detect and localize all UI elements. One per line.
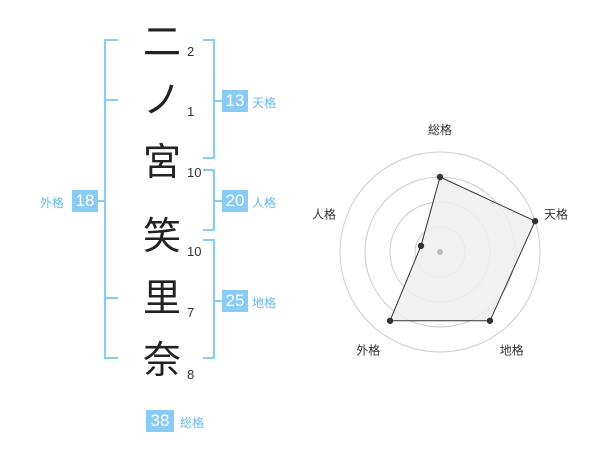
gaikaku-label: 外格 [40,196,65,210]
radar-polygon [389,176,536,322]
radar-axis-label-5: 人格 [312,206,336,221]
gaikaku-value: 18 [72,190,98,212]
radar-point-2 [531,217,539,225]
stroke-count-5: 7 [187,305,195,320]
name-char-6: 奈 [142,338,181,382]
radar-point-4 [386,317,394,324]
stroke-count-2: 1 [187,104,195,119]
radar-points [386,173,539,324]
tenkaku-label: 天格 [252,96,277,110]
jinkaku-label: 人格 [252,196,277,210]
stroke-count-3: 10 [187,165,202,180]
name-char-2: ノ [142,78,181,122]
tenkaku-value: 13 [222,90,248,112]
soukaku-label: 総格 [180,416,205,430]
name-char-3: 宮 [142,140,181,184]
radar-axis-label-3: 地格 [500,343,524,358]
name-char-5: 里 [142,276,181,320]
chikaku-value: 25 [222,290,248,312]
radar-ring-4 [339,151,541,353]
jinkaku-value: 20 [222,190,248,212]
chikaku-bracket [203,239,215,359]
radar-point-1 [436,173,444,181]
radar-center-dot [437,249,443,255]
stroke-count-1: 2 [187,44,195,59]
gaikaku-bracket [104,39,118,359]
radar-axis-label-4: 外格 [356,343,380,358]
radar-axis-label-1: 総格 [428,122,452,137]
radar-axis-label-2: 天格 [544,206,568,221]
chikaku-label: 地格 [252,296,277,310]
name-char-1: 二 [142,20,181,64]
soukaku-value: 38 [146,410,174,432]
radar-point-5 [417,242,425,250]
stroke-count-6: 8 [187,367,195,382]
tenkaku-bracket [203,39,215,159]
name-char-4: 笑 [142,214,181,258]
radar-point-3 [486,317,494,324]
stroke-count-4: 10 [187,244,202,259]
